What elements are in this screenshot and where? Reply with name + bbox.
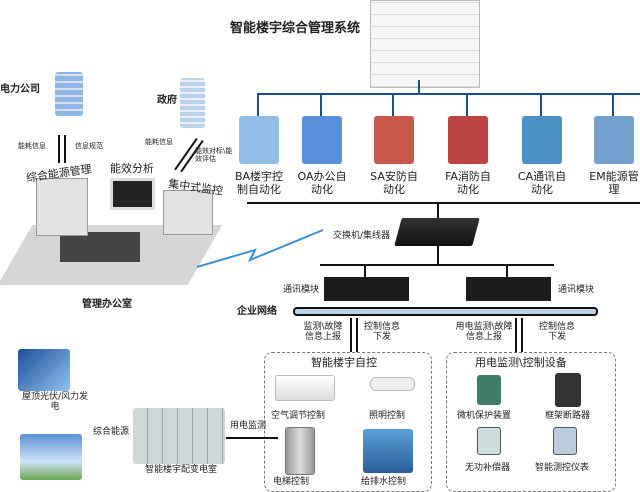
item-label: 电梯控制 (273, 477, 310, 487)
group-title: 用电监测\控制设备 (475, 356, 567, 369)
switch-label: 交换机/集线器 (333, 231, 391, 241)
gov-down-label: 能效对标\能效评估 (195, 147, 233, 164)
building-graphic (370, 0, 480, 88)
subsystem-label: SA安防自动化 (370, 170, 418, 197)
subsystem-icon (239, 116, 279, 164)
switch-icon (394, 218, 480, 246)
breaker-icon (555, 373, 581, 407)
group-title: 智能楼宇自控 (311, 356, 377, 369)
monitor-label: 用电监测 (230, 421, 267, 431)
gov-up-label: 能耗信息 (145, 138, 173, 146)
power-device-group: 用电监测\控制设备 微机保护装置 框架断路器 无功补偿器 智能测控仪表 (446, 352, 616, 492)
water-pump-icon (363, 429, 413, 473)
building-control-group: 智能楼宇自控 空气调节控制 照明控制 电梯控制 给排水控制 (264, 352, 432, 492)
government-label: 政府 (157, 95, 177, 106)
wireless-link-icon (196, 229, 324, 268)
comm-module-icon (466, 277, 551, 301)
right-up-label: 用电监测\故障信息上报 (455, 322, 513, 343)
energy-label: 综合能源 (93, 427, 130, 437)
panel-label: 能效分析 (110, 162, 154, 175)
power-tower-image (20, 434, 82, 480)
meter-icon (553, 427, 577, 455)
item-label: 空气调节控制 (271, 411, 326, 421)
item-label: 给排水控制 (361, 477, 407, 487)
system-title: 智能楼宇综合管理系统 (230, 21, 361, 36)
subsystem-label: OA办公自动化 (297, 170, 347, 197)
item-label: 智能测控仪表 (535, 463, 590, 473)
subsystem-label: EM能源管理 (589, 170, 639, 197)
subsystem-label: BA楼宇控制自动化 (234, 170, 284, 197)
office-label: 管理办公室 (82, 299, 132, 310)
comm-module-label: 通讯模块 (283, 285, 320, 295)
energy-analysis-screen (110, 178, 155, 210)
lan-bus-bottom (320, 264, 554, 266)
system-bus (257, 93, 640, 95)
item-label: 微机保护装置 (457, 411, 512, 421)
substation-label: 智能楼宇配变电室 (145, 465, 218, 475)
air-conditioner-icon (275, 375, 335, 401)
left-down-label: 控制信息下发 (363, 322, 400, 343)
item-label: 照明控制 (369, 411, 406, 421)
item-label: 无功补偿器 (465, 463, 511, 473)
network-label: 企业网络 (237, 306, 277, 317)
government-building (180, 78, 205, 128)
subsystem-icon (374, 116, 414, 164)
subsystem-label: CA通讯自动化 (517, 170, 567, 197)
solar-wind-image (18, 349, 70, 391)
desk (60, 232, 140, 262)
solar-label: 屋顶光伏/风力发电 (21, 392, 89, 413)
right-down-label: 控制信息下发 (538, 322, 575, 343)
lan-bus-top (247, 202, 640, 204)
item-label: 框架断路器 (545, 411, 591, 421)
subsystem-icon (302, 116, 342, 164)
lamp-icon (370, 377, 415, 391)
power-company-label: 电力公司 (0, 84, 40, 95)
power-company-building (55, 72, 83, 116)
bidirectional-arrow (226, 437, 278, 439)
elevator-icon (285, 427, 315, 475)
comm-module-icon (324, 277, 409, 301)
relay-protection-icon (477, 375, 501, 405)
subsystem-icon (594, 116, 634, 164)
subsystem-label: FA消防自动化 (445, 170, 491, 197)
subsystem-icon (522, 116, 562, 164)
comm-module-label: 通讯模块 (558, 285, 595, 295)
pc-up-label: 能耗信息 (18, 142, 46, 150)
pc-down-label: 信息规范 (75, 142, 103, 150)
switchgear-image (133, 408, 225, 464)
compensator-icon (477, 427, 501, 455)
enterprise-network-bar (293, 307, 598, 316)
subsystem-icon (448, 116, 488, 164)
left-up-label: 监测\故障信息上报 (303, 322, 343, 343)
